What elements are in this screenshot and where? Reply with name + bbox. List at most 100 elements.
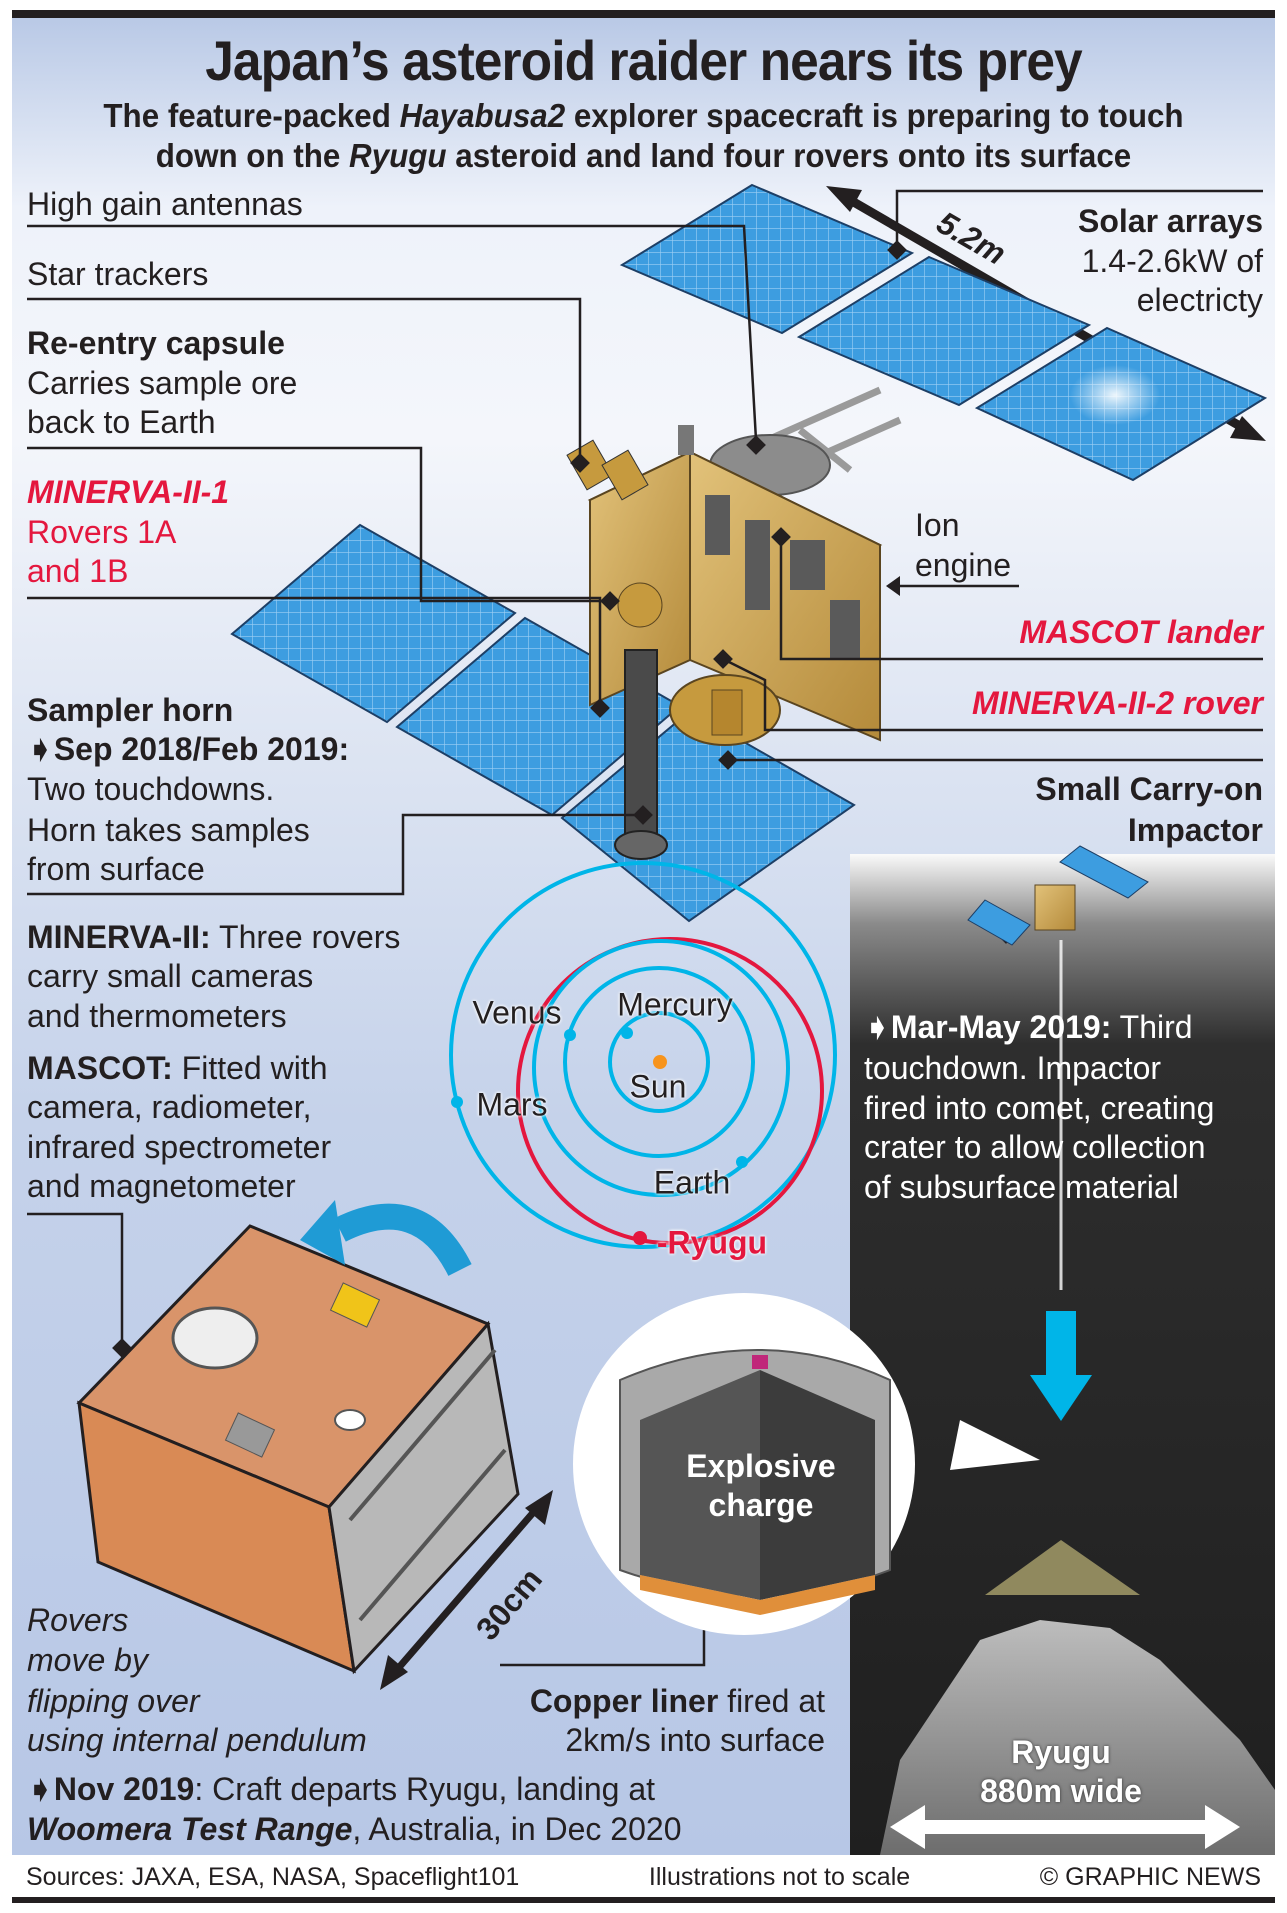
label-impactor-2: Impactor [1127, 812, 1263, 848]
mascot-info-text: Fitted with [172, 1050, 328, 1086]
subtitle-asteroid: Ryugu [349, 137, 447, 174]
subtitle-text: asteroid and land four rovers onto its s… [446, 137, 1132, 174]
asteroid-ryugu [880, 1620, 1275, 1855]
charge-label-2: charge [708, 1487, 814, 1523]
mar-head: Mar-May 2019: [890, 1009, 1112, 1045]
earth-dot [736, 1156, 748, 1168]
rovers-note-3: flipping over [27, 1683, 200, 1719]
nov-place: Woomera Test Range [27, 1811, 353, 1847]
mascot-lander [76, 1200, 520, 1675]
impact-arrow [1030, 1311, 1092, 1421]
rovers-note-4: using internal pendulum [27, 1722, 367, 1758]
minerva-info-3: and thermometers [27, 998, 287, 1034]
minerva1-desc-2: and 1B [27, 553, 129, 589]
orbit-label-ryugu: -Ryugu [656, 1224, 768, 1261]
subtitle-text: down on the [155, 137, 350, 174]
mar-note-5: of subsurface material [864, 1169, 1179, 1205]
planet-markers [451, 1027, 748, 1245]
solar-desc-2: electricty [1136, 282, 1263, 318]
leader-diamonds [112, 240, 1016, 1590]
subtitle-line-1: The feature-packed Hayabusa2 explorer sp… [32, 97, 1255, 135]
mercury-dot [621, 1027, 633, 1039]
label-sampler-horn: Sampler horn [27, 692, 234, 728]
ryugu-size-1: Ryugu [1011, 1734, 1111, 1770]
orbit-label-mercury: Mercury [617, 986, 733, 1023]
scale-note: Illustrations not to scale [648, 1862, 911, 1891]
subtitle-text: explorer spacecraft is preparing to touc… [565, 97, 1184, 134]
copper-note-1: Copper liner fired at [530, 1685, 825, 1717]
sampler-desc-1: Two touchdowns. [27, 771, 275, 807]
bullet-icon: ➧ [27, 1771, 54, 1807]
ejecta-cone [985, 1540, 1140, 1595]
credit: © GRAPHIC NEWS [1039, 1862, 1261, 1891]
ryugu-dot [633, 1231, 647, 1245]
mascot-info-1: MASCOT: Fitted with [27, 1052, 327, 1084]
sampler-date-text: Sep 2018/Feb 2019: [53, 731, 350, 767]
minerva-info-2: carry small cameras [27, 958, 314, 994]
mar-text: Third [1111, 1009, 1193, 1045]
sun-dot [653, 1055, 667, 1069]
label-ion-2: engine [915, 547, 1012, 583]
sampler-date: ➧Sep 2018/Feb 2019: [27, 733, 349, 765]
label-impactor-1: Small Carry-on [1035, 771, 1263, 807]
label-solar-arrays: Solar arrays [1077, 203, 1263, 239]
minerva-info-head: MINERVA-II: [27, 919, 211, 955]
sources: Sources: JAXA, ESA, NASA, Spaceflight101 [26, 1862, 520, 1891]
footer: Sources: JAXA, ESA, NASA, Spaceflight101… [12, 1857, 1275, 1897]
orbit-label-sun: Sun [629, 1068, 687, 1105]
copper-text: fired at [718, 1683, 825, 1719]
copper-head: Copper liner [529, 1683, 719, 1719]
label-star-trackers: Star trackers [27, 256, 209, 292]
reentry-desc-1: Carries sample ore [27, 365, 298, 401]
bullet-icon: ➧ [27, 731, 54, 767]
rovers-note-2: move by [27, 1642, 148, 1678]
sampler-desc-3: from surface [27, 851, 205, 887]
mars-dot [451, 1096, 463, 1108]
subtitle-line-2: down on the Ryugu asteroid and land four… [32, 137, 1255, 175]
subtitle-craft: Hayabusa2 [399, 97, 566, 134]
orbit-label-earth: Earth [653, 1164, 731, 1201]
solar-array-upper [619, 183, 1268, 482]
nov-head: Nov 2019 [53, 1771, 195, 1807]
label-high-gain-antennas: High gain antennas [27, 186, 303, 222]
charge-label-1: Explosive [686, 1448, 836, 1484]
minerva-info-text: Three rovers [210, 919, 401, 955]
leader-lines [27, 189, 1263, 1667]
mascot-info-2: camera, radiometer, [27, 1089, 312, 1125]
top-rule [12, 10, 1275, 18]
mascot-info-head: MASCOT: [27, 1050, 173, 1086]
sampler-horn [614, 649, 668, 860]
page-title: Japan’s asteroid raider nears its prey [205, 29, 1083, 92]
bottom-rule [12, 1897, 1275, 1903]
solar-desc-1: 1.4-2.6kW of [1081, 243, 1263, 279]
nov-text-2: , Australia, in Dec 2020 [352, 1811, 682, 1847]
mascot-info-3: infrared spectrometer [27, 1129, 332, 1165]
mar-note-2: touchdown. Impactor [864, 1050, 1162, 1086]
subtitle-text: The feature-packed [103, 97, 400, 134]
reentry-desc-2: back to Earth [27, 404, 216, 440]
label-ion-1: Ion [915, 507, 960, 543]
spacecraft-body [566, 425, 883, 746]
label-minerva-ii-1: MINERVA-II-1 [27, 474, 230, 510]
label-reentry-capsule: Re-entry capsule [27, 325, 285, 361]
nov-note-2: Woomera Test Range, Australia, in Dec 20… [27, 1813, 681, 1845]
size-arrow [380, 1490, 553, 1690]
venus-dot [564, 1029, 576, 1041]
ryugu-size-2: 880m wide [980, 1773, 1142, 1809]
sampler-desc-2: Horn takes samples [27, 812, 310, 848]
impactor-craft [967, 845, 1149, 1290]
explosive-charge-cutaway [573, 1293, 1040, 1635]
mar-note-1: ➧Mar-May 2019: Third [864, 1011, 1193, 1043]
nov-note-1: ➧Nov 2019: Craft departs Ryugu, landing … [27, 1773, 655, 1805]
nov-text: : Craft departs Ryugu, landing at [194, 1771, 656, 1807]
label-minerva-ii-2: MINERVA-II-2 rover [971, 685, 1263, 721]
mar-note-3: fired into comet, creating [864, 1090, 1215, 1126]
mar-note-4: crater to allow collection [864, 1129, 1206, 1165]
bullet-icon: ➧ [864, 1009, 891, 1045]
minerva1-desc-1: Rovers 1A [27, 514, 177, 550]
label-mascot-lander: MASCOT lander [1019, 614, 1263, 650]
rovers-note-1: Rovers [27, 1602, 129, 1638]
mascot-info-4: and magnetometer [27, 1168, 296, 1204]
orbit-label-venus: Venus [472, 994, 562, 1031]
